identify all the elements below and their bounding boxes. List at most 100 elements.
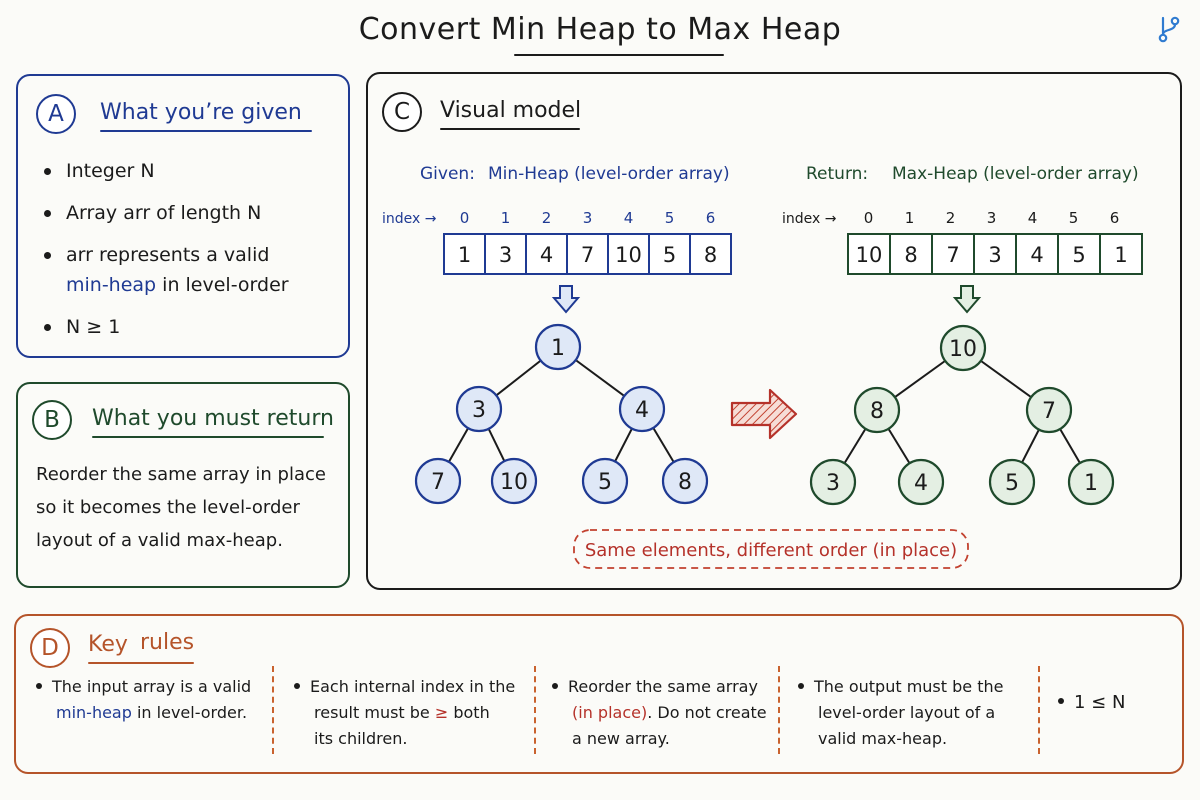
rule-3: Reorder the same array (in place). Do no…: [552, 674, 774, 752]
given-list: Integer N Array arr of length N arr repr…: [40, 156, 340, 342]
min-node-value-1: 3: [472, 398, 486, 423]
max-node-value-0: 10: [949, 337, 977, 362]
panel-b-title: What you must return: [92, 406, 334, 431]
rule-3-bullet: [552, 682, 558, 689]
panel-d-badge: D: [30, 628, 70, 668]
min-node-2: [618, 385, 666, 433]
min-index-1: 1: [501, 209, 511, 227]
max-node-value-4: 4: [914, 471, 928, 496]
min-index-label: index →: [382, 211, 437, 227]
rule-3-line1: Reorder the same array: [568, 677, 758, 696]
return-header-label: Return:: [806, 164, 868, 184]
rule-1-bullet: [36, 682, 42, 689]
rule-divider-1: [272, 666, 274, 754]
min-cell-value-4: 10: [615, 243, 642, 267]
max-index-6: 6: [1110, 209, 1120, 227]
max-down-arrow-icon: [952, 285, 982, 314]
panel-key-rules: D Key rules: [14, 614, 1184, 774]
min-index-2: 2: [542, 209, 552, 227]
given-item-minheap: arr represents a valid min-heap in level…: [40, 240, 340, 300]
max-cell-6: [1099, 233, 1143, 275]
panel-a-title: What you’re given: [100, 100, 302, 125]
max-node-2: [1025, 386, 1073, 434]
min-index-3: 3: [583, 209, 593, 227]
max-index-2: 2: [946, 209, 956, 227]
rule-5-bullet: [1058, 698, 1064, 704]
max-cell-4: [1015, 233, 1059, 275]
max-cell-0: [847, 233, 891, 275]
rule-divider-2: [534, 666, 536, 754]
min-cell-value-3: 7: [581, 243, 594, 267]
min-node-value-3: 7: [431, 470, 445, 495]
max-node-6: [1067, 458, 1115, 506]
rule-2: Each internal index in the result must b…: [294, 674, 526, 752]
rule-1-line2: in level-order.: [131, 703, 248, 722]
min-cell-1: [484, 233, 527, 275]
given-item-minheap-highlight: min-heap: [66, 274, 157, 296]
panel-c-badge: C: [382, 92, 422, 132]
return-description: Reorder the same array in place so it be…: [36, 464, 326, 551]
max-cell-value-4: 4: [1030, 243, 1043, 267]
rule-1-line1: The input array is a valid: [52, 677, 252, 696]
given-item-constraint: N ≥ 1: [40, 312, 340, 342]
min-index-6: 6: [706, 209, 716, 227]
min-cell-value-0: 1: [458, 243, 471, 267]
max-index-3: 3: [987, 209, 997, 227]
rule-2-line2b: both: [448, 703, 490, 722]
min-cell-value-5: 5: [663, 243, 676, 267]
max-node-value-6: 1: [1084, 471, 1098, 496]
rule-2-line2a: result must be: [314, 703, 435, 722]
transform-arrow-icon: [730, 388, 798, 440]
max-node-value-5: 5: [1005, 471, 1019, 496]
max-cell-value-5: 5: [1072, 243, 1085, 267]
min-node-value-0: 1: [551, 336, 565, 361]
given-item-array: Array arr of length N: [40, 198, 340, 228]
max-cell-value-1: 8: [904, 243, 917, 267]
rule-5-text: 1 ≤ N: [1074, 692, 1126, 713]
rule-2-highlight: ≥: [434, 703, 449, 722]
max-index-4: 4: [1028, 209, 1038, 227]
panel-visual-model: C Visual model: [366, 72, 1182, 590]
rule-4-line2: level-order layout of a: [818, 703, 996, 722]
rule-4-bullet: [798, 682, 804, 689]
min-node-0: [534, 323, 582, 371]
panel-what-given: A What you’re given Integer N Array arr …: [16, 74, 350, 358]
min-index-5: 5: [665, 209, 675, 227]
panel-d-title-key: Key: [88, 632, 128, 657]
min-node-5: [581, 457, 629, 505]
min-cell-5: [648, 233, 691, 275]
given-item-integer-text: Integer N: [66, 160, 155, 182]
min-cell-4: [607, 233, 650, 275]
min-node-1: [455, 385, 503, 433]
visual-model-diagram: Given: Min-Heap (level-order array) Retu…: [382, 164, 1143, 569]
panel-d-title-underline: [88, 662, 194, 664]
max-cell-2: [931, 233, 975, 275]
rule-1-highlight: min-heap: [56, 703, 132, 722]
given-header-label: Given:: [420, 164, 475, 184]
min-cell-6: [689, 233, 732, 275]
max-node-value-1: 8: [870, 399, 884, 424]
branch-icon[interactable]: [1154, 14, 1184, 44]
max-cell-5: [1057, 233, 1101, 275]
max-node-4: [897, 458, 945, 506]
panel-c-title-underline: [440, 128, 580, 130]
rule-divider-4: [1038, 666, 1040, 754]
max-node-value-2: 7: [1042, 399, 1056, 424]
given-item-minheap-suffix: in level-order: [156, 274, 289, 296]
given-item-minheap-text: arr represents a valid: [66, 244, 270, 266]
rule-divider-3: [778, 666, 780, 754]
max-index-0: 0: [864, 209, 874, 227]
rule-4: The output must be the level-order layou…: [798, 674, 1028, 752]
panel-c-title: Visual model: [440, 98, 582, 123]
note-text: Same elements, different order (in place…: [585, 540, 957, 561]
rule-1: The input array is a valid min-heap in l…: [36, 674, 266, 726]
min-cell-value-2: 4: [540, 243, 553, 267]
max-node-1: [853, 386, 901, 434]
max-node-3: [809, 458, 857, 506]
rule-4-line3: valid max-heap.: [818, 729, 948, 748]
